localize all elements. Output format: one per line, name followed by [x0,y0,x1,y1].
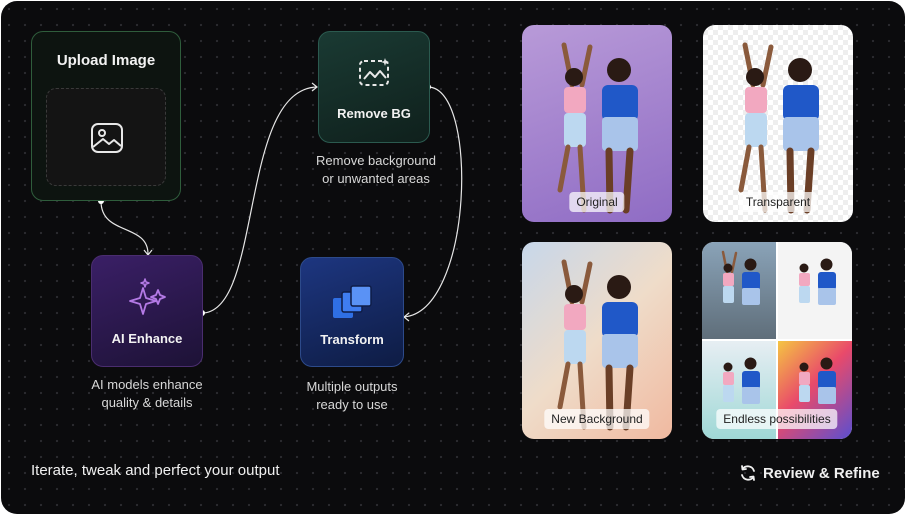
result-original[interactable]: Original [522,25,672,222]
remove-bg-caption: Remove background or unwanted areas [291,152,461,188]
result-label: Original [569,192,625,212]
upload-title: Upload Image [56,52,156,69]
caption-line: quality & details [101,395,193,410]
result-label: New Background [544,409,650,429]
remove-background-icon [359,58,389,86]
caption-line: or unwanted areas [322,171,430,186]
people-illustration [721,250,836,404]
image-drop-zone[interactable] [46,88,166,186]
transform-label: Transform [320,332,384,347]
image-icon [91,123,123,153]
caption-line: ready to use [316,397,388,412]
caption-line: Multiple outputs [306,379,398,394]
ai-enhance-card[interactable]: AI Enhance [91,255,203,367]
layers-icon [333,285,372,318]
ai-enhance-label: AI Enhance [111,331,183,346]
refresh-icon [741,465,755,481]
variant-tile [702,242,776,339]
caption-line: AI models enhance [91,377,203,392]
footer-tagline: Iterate, tweak and perfect your output [31,462,280,479]
result-label: Transparent [738,192,818,212]
caption-line: Remove background [316,153,436,168]
sparkles-icon [129,278,166,315]
transform-card[interactable]: Transform [300,257,404,367]
result-endless[interactable]: Endless possibilities [702,242,852,439]
remove-bg-label: Remove BG [337,106,411,121]
variant-tile [778,242,852,339]
people-illustration [557,259,638,431]
result-label: Endless possibilities [716,409,838,429]
ai-enhance-caption: AI models enhance quality & details [65,376,229,412]
result-transparent[interactable]: Transparent [703,25,853,222]
transform-caption: Multiple outputs ready to use [277,378,427,414]
remove-bg-card[interactable]: Remove BG [318,31,430,143]
review-refine-label: Review & Refine [763,464,880,482]
result-new-background[interactable]: New Background [522,242,672,439]
review-refine-button[interactable]: Review & Refine [739,464,880,482]
upload-image-card[interactable]: Upload Image [31,31,181,201]
